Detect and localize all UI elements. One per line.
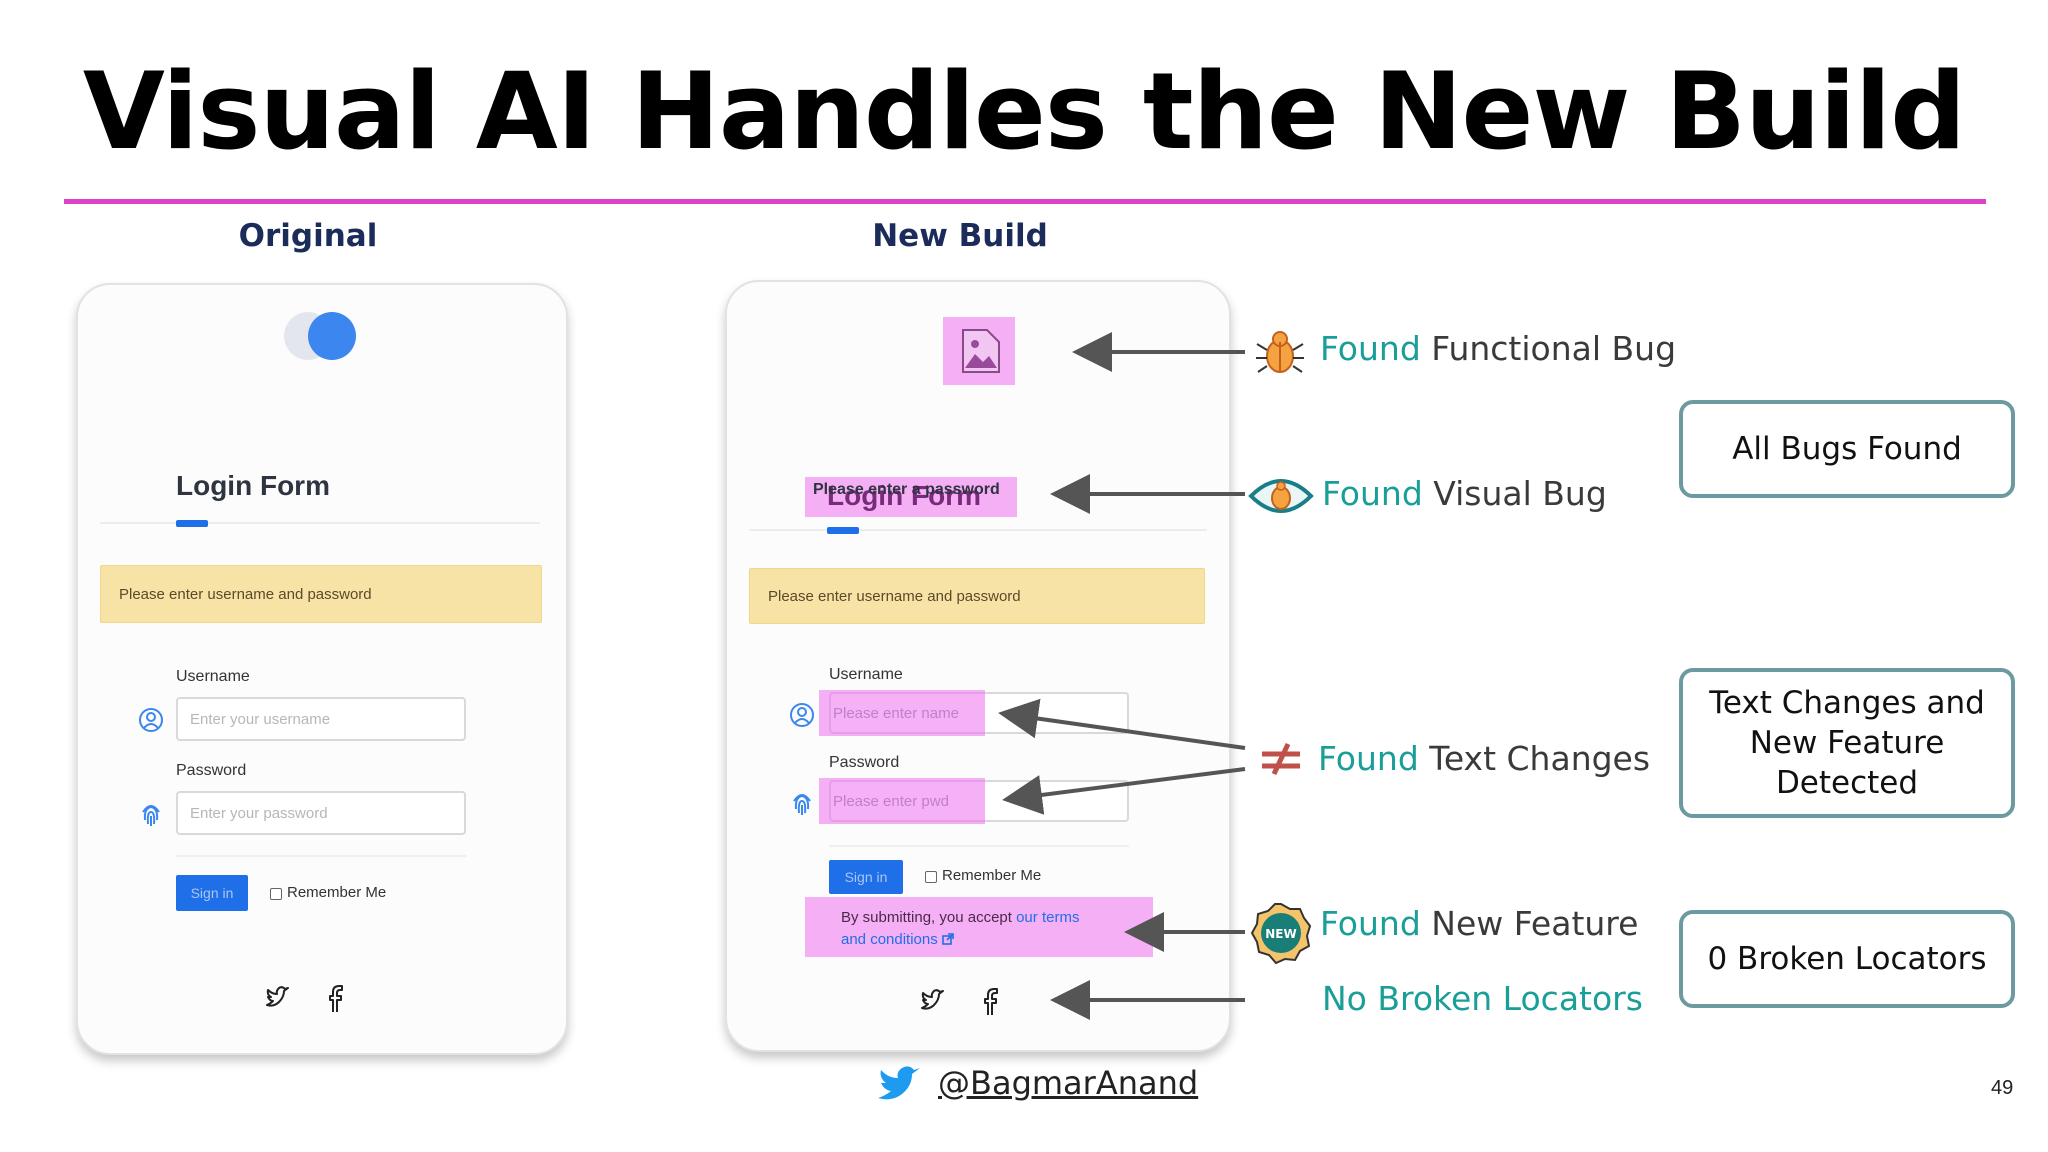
password-placeholder-highlight: Please enter pwd — [819, 778, 985, 824]
title-divider — [64, 199, 1986, 204]
twitter-bird-icon — [878, 1066, 920, 1100]
remember-me-label: Remember Me — [287, 884, 387, 901]
summary-broken-locators: 0 Broken Locators — [1679, 910, 2015, 1008]
username-label: Username — [829, 666, 903, 683]
active-tab-indicator — [176, 520, 208, 527]
not-equal-icon — [1262, 742, 1300, 776]
sign-in-button[interactable]: Sign in — [176, 875, 248, 911]
eye-bug-icon — [1248, 479, 1314, 513]
finding-no-broken-locators: No Broken Locators — [1322, 979, 1643, 1018]
heading-underline — [100, 522, 540, 524]
fingerprint-icon — [793, 794, 811, 815]
user-icon — [139, 708, 163, 732]
twitter-icon[interactable] — [919, 988, 947, 1014]
summary-all-bugs-found: All Bugs Found — [1679, 400, 2015, 498]
remember-me-checkbox[interactable] — [270, 888, 282, 900]
facebook-icon[interactable] — [981, 988, 1001, 1016]
author-handle-link[interactable]: @BagmarAnand — [938, 1064, 1199, 1102]
visual-bug-highlight — [805, 477, 1017, 517]
terms-text: By submitting, you accept our terms and … — [841, 909, 1080, 948]
info-alert: Please enter username and password — [749, 568, 1205, 624]
slide-title: Visual AI Handles the New Build — [82, 50, 1966, 173]
remember-me-label: Remember Me — [942, 867, 1042, 884]
sign-in-button[interactable]: Sign in — [829, 860, 903, 894]
new-feature-highlight: By submitting, you accept our terms and … — [805, 897, 1153, 957]
username-input[interactable]: Enter your username — [176, 697, 466, 741]
bug-icon — [1256, 331, 1304, 373]
finding-text-changes: Found Text Changes — [1318, 739, 1651, 778]
facebook-icon[interactable] — [326, 985, 346, 1013]
fingerprint-icon — [142, 805, 160, 826]
username-label: Username — [176, 668, 250, 685]
password-label: Password — [829, 754, 900, 771]
column-heading-original: Original — [238, 218, 378, 254]
finding-new-feature: Found New Feature — [1320, 904, 1639, 943]
password-label: Password — [176, 762, 247, 779]
twitter-icon[interactable] — [264, 985, 292, 1011]
broken-image-icon — [962, 329, 1000, 373]
login-form-heading: Login Form — [176, 470, 330, 501]
new-badge-icon: NEW — [1250, 903, 1312, 964]
summary-text-changes-feature: Text Changes and New Feature Detected — [1679, 668, 2015, 818]
username-placeholder-highlight: Please enter name — [819, 690, 985, 736]
info-alert: Please enter username and password — [100, 565, 542, 623]
overlapping-alert-text: Please enter a password — [813, 481, 1000, 498]
logo-icon — [284, 312, 356, 360]
divider — [829, 845, 1129, 847]
page-number: 49 — [1991, 1077, 2014, 1099]
finding-visual-bug: Found Visual Bug — [1322, 474, 1607, 513]
divider — [176, 855, 466, 857]
terms-link[interactable]: our terms — [1016, 909, 1080, 926]
user-icon — [790, 703, 814, 727]
original-login-card: Login Form Please enter username and pas… — [76, 283, 568, 1055]
finding-functional-bug: Found Functional Bug — [1320, 329, 1677, 368]
login-form-heading: Login Form — [827, 480, 981, 511]
heading-underline — [749, 529, 1207, 531]
column-heading-new-build: New Build — [872, 218, 1048, 254]
password-input[interactable]: Enter your password — [176, 791, 466, 835]
active-tab-indicator — [827, 527, 859, 534]
external-link-icon — [942, 933, 954, 945]
new-badge-text: NEW — [1265, 927, 1296, 941]
remember-me-checkbox[interactable] — [925, 871, 937, 883]
conditions-link[interactable]: and conditions — [841, 931, 938, 948]
